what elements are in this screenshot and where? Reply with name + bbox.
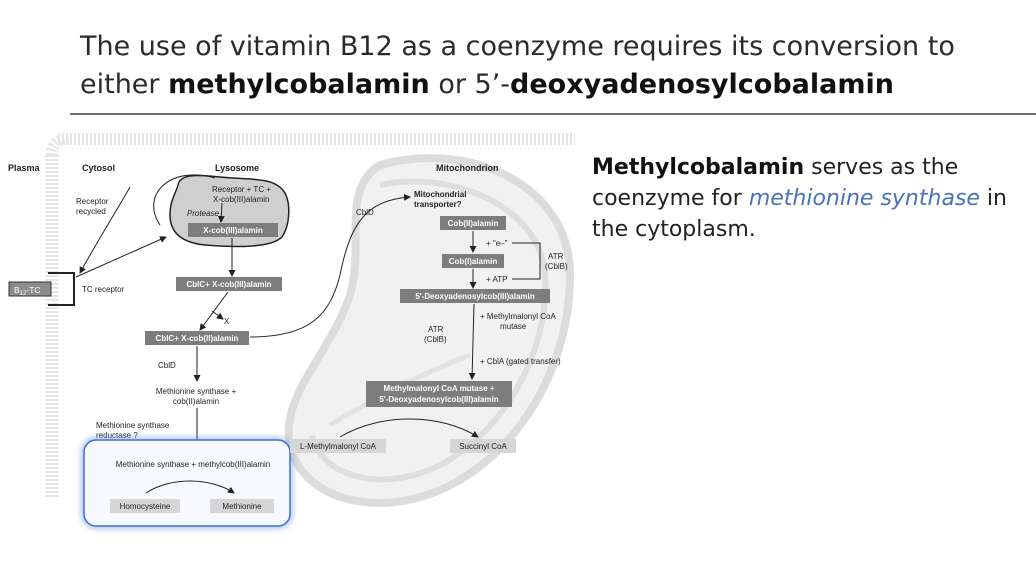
label-ms-methylcob: Methionine synthase + methylcob(III)alam… (116, 460, 271, 469)
label-cob-i: Cob(I)alamin (449, 257, 498, 266)
box-homocysteine (110, 499, 180, 513)
label-atr-cblb-4: (CblB) (424, 335, 447, 344)
title-deoxyadenosylcobalamin: deoxyadenosylcobalamin (510, 69, 894, 100)
label-protease: Protease (187, 209, 220, 218)
slide-title: The use of vitamin B12 as a coenzyme req… (80, 28, 1010, 104)
svg-text:B12-TC: B12-TC (14, 285, 41, 297)
label-plus-e: + "e–" (486, 239, 508, 248)
label-mm-complex-2: 5'-Deoxyadenosylcob(III)alamin (379, 395, 498, 404)
label-plus-atp: + ATP (486, 275, 507, 284)
methionine-synthase-highlight (81, 437, 293, 529)
box-succinyl-coa (450, 439, 516, 453)
label-methionine: Methionine (222, 502, 262, 511)
label-atr-cblb-1: ATR (548, 252, 564, 261)
region-mitochondrion: Mitochondrion (436, 163, 499, 173)
box-cob-i (442, 254, 504, 268)
label-plus-mmcoa-2: mutase (500, 322, 527, 331)
label-plus-mmcoa-1: + Methylmalonyl CoA (480, 312, 556, 321)
b12-tc-complex: B12-TC (8, 281, 52, 297)
label-receptor-tc-2: X-cob(III)alamin (213, 195, 269, 204)
label-l-methylmalonyl-coa: L-Methylmalonyl CoA (300, 442, 377, 451)
box-x-cob-iii (188, 223, 278, 237)
label-x-cob-iii: X-cob(III)alamin (203, 226, 263, 235)
label-receptor-tc-1: Receptor + TC + (212, 185, 271, 194)
label-cbld-top: CblD (356, 208, 374, 217)
title-text-1: The use of vitamin B12 as a coenzyme req… (80, 31, 955, 100)
cobalamin-pathway-diagram: Plasma Cytosol Lysosome Mitochondrion B1… (8, 133, 575, 529)
label-msr-1: Methionine synthase (96, 421, 170, 430)
label-mito-transporter-2: transporter? (414, 200, 462, 209)
label-cob-ii: Cob(II)alamin (448, 219, 499, 228)
plasma-membrane (45, 133, 575, 497)
label-tc-receptor: TC receptor (82, 285, 125, 294)
box-l-methylmalonyl-coa (290, 439, 386, 453)
region-plasma: Plasma (8, 163, 41, 173)
box-cob-ii (440, 216, 506, 230)
label-cblc-x-cob-ii: CblC+ X-cob(II)alamin (156, 334, 239, 343)
body-methionine-synthase: methionine synthase (748, 186, 980, 211)
label-ms-cob-2: cob(II)alamin (173, 397, 219, 406)
label-cblc-x-cob-iii: CblC+ X-cob(III)alamin (186, 280, 271, 289)
title-divider (70, 113, 1036, 115)
label-succinyl-coa: Succinyl CoA (459, 442, 507, 451)
label-cbld-left: CblD (158, 361, 176, 370)
title-methylcobalamin: methylcobalamin (168, 69, 430, 100)
box-methionine (210, 499, 274, 513)
title-text-2: or 5’- (429, 69, 511, 100)
tc-receptor-shape (48, 272, 75, 306)
label-deoxyadenosylcob: 5'-Deoxyadenosylcob(III)alamin (415, 292, 534, 301)
label-mito-transporter-1: Mitochondrial (414, 190, 466, 199)
label-ms-cob-1: Methionine synthase + (156, 387, 237, 396)
body-text-2: in the cytoplasm. (592, 186, 1007, 242)
label-homocysteine: Homocysteine (120, 502, 171, 511)
label-receptor-recycled-1: Receptor (76, 197, 109, 206)
mitochondrion-outline (284, 154, 575, 507)
label-x: X (224, 317, 230, 326)
explanation-text: Methylcobalamin serves as the coenzyme f… (592, 152, 1032, 245)
box-mm-complex (366, 381, 512, 407)
label-atr-cblb-2: (CblB) (545, 262, 568, 271)
region-lysosome: Lysosome (215, 163, 259, 173)
label-receptor-recycled-2: recycled (76, 207, 106, 216)
box-cblc-x-cob-iii (176, 277, 282, 291)
body-text-1: serves as the coenzyme for (592, 155, 959, 211)
region-cytosol: Cytosol (82, 163, 115, 173)
label-msr-2: reductase ? (96, 431, 138, 440)
body-methylcobalamin: Methylcobalamin (592, 155, 805, 180)
label-mm-complex-1: Methylmalonyl CoA mutase + (383, 384, 494, 393)
box-cblc-x-cob-ii (145, 331, 249, 345)
label-atr-cblb-3: ATR (428, 325, 444, 334)
box-deoxyadenosylcob (400, 289, 550, 303)
label-cbla: + CblA (gated transfer) (480, 357, 561, 366)
